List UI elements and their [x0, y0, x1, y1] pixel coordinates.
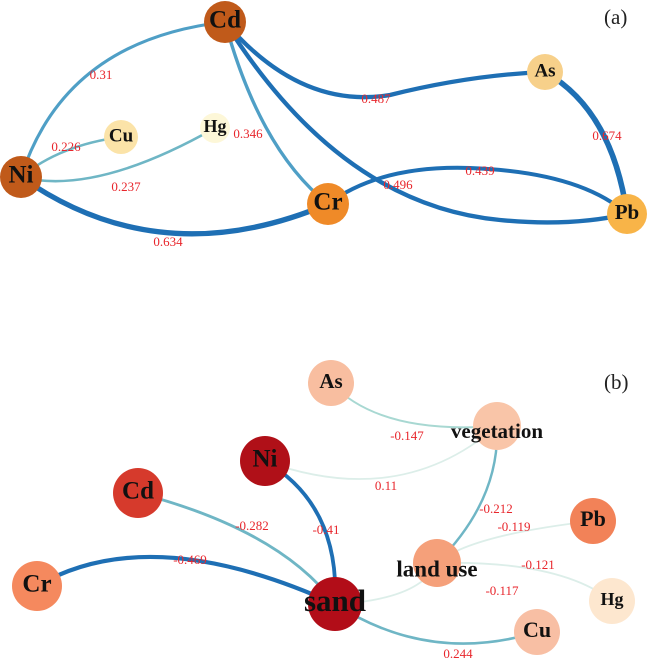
edge-Ni-Cd [19, 20, 227, 179]
edge-label-Ni-Hg: 0.237 [111, 179, 141, 194]
edge-label-Ni-Cu: 0.226 [51, 139, 81, 154]
edge-label-landuse-sand: -0.117 [485, 583, 519, 598]
node-Cr-label: Cr [313, 189, 342, 216]
edge-Cd-Cr [223, 20, 330, 206]
node-Pb-circle [607, 194, 647, 234]
edge-label-vegetation-landuse: -0.212 [479, 501, 513, 516]
panel-a: 0.31 0.226 0.237 0.634 0.346 0.487 0.496 0.674 0… [0, 1, 647, 249]
edge-label-Cd-sand: -0.282 [235, 518, 269, 533]
node-vegetation-label: vegetation [451, 419, 543, 443]
node-Ni-circle [240, 436, 290, 486]
edge-label-landuse-Pb: -0.119 [497, 519, 530, 534]
edge-label-Cd-As: 0.487 [361, 91, 391, 106]
edge-Cd-As [222, 19, 548, 100]
node-Pb-label: Pb [580, 506, 606, 531]
node-Hg-label: Hg [600, 589, 623, 609]
edge-label-Ni-sand: -0.41 [312, 522, 339, 537]
edge-Cd-Pb [222, 19, 630, 225]
edge-label-Ni-Cr: 0.634 [153, 234, 183, 249]
node-vegetation-circle [473, 402, 521, 450]
panel-b: -0.147 0.11 -0.212 -0.119 -0.121-0.117 -0.41 -… [12, 360, 635, 661]
edge-label-sand-Cu: 0.244 [443, 646, 473, 661]
node-As-label: As [319, 369, 342, 393]
node-Cd-label: Cd [209, 7, 241, 34]
node-Ni-circle [0, 156, 42, 198]
node-Cu-label: Cu [109, 125, 134, 146]
edge-label-Cd-Cr: 0.346 [233, 126, 263, 141]
node-As-circle [527, 54, 563, 90]
panel-b-tag: (b) [604, 370, 629, 394]
node-Cr-circle [12, 561, 62, 611]
node-Cr-label: Cr [22, 571, 51, 598]
edge-Ni-Cr [18, 174, 331, 237]
edge-label-Ni-vegetation: 0.11 [375, 478, 397, 493]
edge-label-landuse-Hg: -0.121 [521, 557, 555, 572]
node-Cd-circle [204, 1, 246, 43]
node-Cd-label: Cd [122, 478, 154, 505]
node-Pb-label: Pb [615, 200, 640, 224]
node-Pb-circle [570, 498, 616, 544]
edge-label-As-Pb: 0.674 [592, 128, 622, 143]
node-Cd-circle [113, 468, 163, 518]
node-landuse-label: land use [396, 556, 477, 581]
node-As-circle [308, 360, 354, 406]
node-Ni-label: Ni [9, 162, 34, 189]
edge-Cr-sand [34, 554, 338, 607]
edge-As-Pb [542, 69, 630, 217]
node-Cu-circle [514, 609, 560, 655]
node-Cu-label: Cu [523, 617, 551, 642]
node-Hg-circle [589, 578, 635, 624]
edge-label-Cr-Pb: 0.439 [465, 163, 494, 178]
node-Ni-label: Ni [253, 446, 278, 473]
edge-label-Ni-Cd: 0.31 [90, 67, 113, 82]
node-As-label: As [534, 60, 555, 81]
panel-a-tag: (a) [604, 5, 628, 29]
edge-label-As-vegetation: -0.147 [390, 428, 424, 443]
edge-Ni-vegetation [264, 425, 498, 480]
node-Cu-circle [104, 120, 138, 154]
node-Cr-circle [307, 183, 349, 225]
node-Hg-label: Hg [203, 116, 226, 136]
node-landuse-circle [413, 539, 461, 587]
node-sand-label: sand [304, 583, 366, 618]
edge-label-Cd-Pb: 0.496 [383, 177, 413, 192]
node-sand-circle [308, 577, 362, 631]
edge-label-Cr-sand: -0.469 [173, 552, 207, 567]
node-Hg-circle [200, 113, 230, 143]
edge-Cr-Pb [326, 165, 629, 216]
